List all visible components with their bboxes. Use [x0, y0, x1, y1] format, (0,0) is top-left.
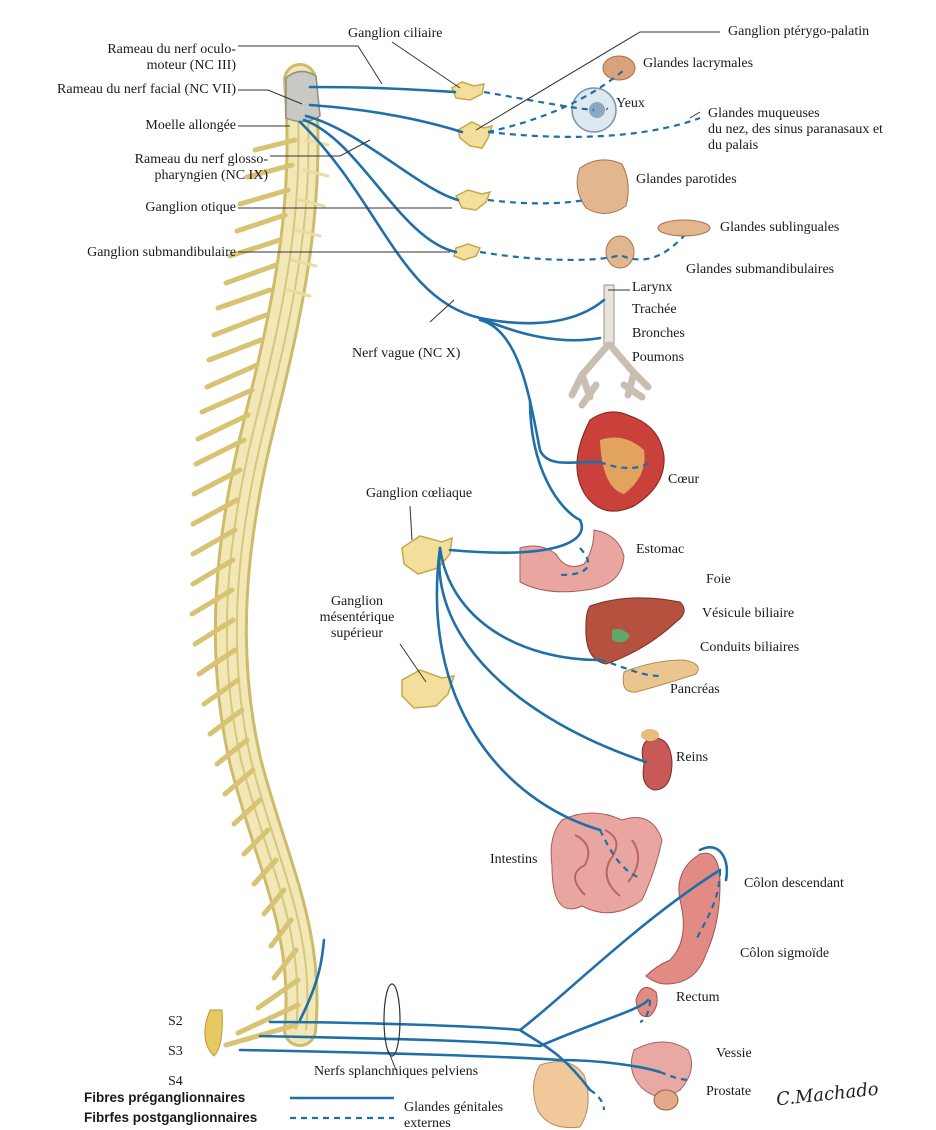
label-oculomoteur-line1: Rameau du nerf oculo-: [107, 42, 236, 58]
label-moelle: Moelle allongée: [145, 118, 236, 134]
label-reins: Reins: [676, 750, 708, 766]
label-s3: S3: [168, 1044, 183, 1060]
label-genitales-line2: externes: [404, 1116, 503, 1130]
label-muqueuses-line2: du nez, des sinus paranasaux et: [708, 122, 883, 138]
label-muqueuses: Glandes muqueuses du nez, des sinus para…: [708, 106, 883, 154]
label-yeux: Yeux: [616, 96, 645, 112]
label-muqueuses-line1: Glandes muqueuses: [708, 106, 883, 122]
label-vesicule: Vésicule biliaire: [702, 606, 794, 622]
label-oculomoteur-line2: moteur (NC III): [107, 58, 236, 74]
label-facial: Rameau du nerf facial (NC VII): [57, 82, 236, 98]
label-foie: Foie: [706, 572, 731, 588]
label-coeliaque: Ganglion cœliaque: [366, 486, 472, 502]
label-oculomoteur: Rameau du nerf oculo- moteur (NC III): [107, 42, 236, 74]
legend-postganglionic: Fibrfes postganglionnaires: [84, 1110, 257, 1126]
label-genitales-line1: Glandes génitales: [404, 1100, 503, 1116]
label-larynx: Larynx: [632, 280, 672, 296]
label-pancreas: Pancréas: [670, 682, 720, 698]
label-mesent-line2: mésentérique: [314, 610, 400, 626]
label-estomac: Estomac: [636, 542, 684, 558]
label-colon-sigmoide: Côlon sigmoïde: [740, 946, 829, 962]
label-otique: Ganglion otique: [145, 200, 236, 216]
label-glosso-line1: Rameau du nerf glosso-: [135, 152, 268, 168]
ganglia: [402, 82, 492, 708]
label-lacrymales: Glandes lacrymales: [643, 56, 753, 72]
label-sublinguales: Glandes sublinguales: [720, 220, 839, 236]
label-splanchniques: Nerfs splanchniques pelviens: [314, 1064, 478, 1080]
label-vessie: Vessie: [716, 1046, 752, 1062]
label-vague: Nerf vague (NC X): [352, 346, 460, 362]
label-conduits: Conduits biliaires: [700, 640, 799, 656]
label-mesent-line1: Ganglion: [314, 594, 400, 610]
label-poumons: Poumons: [632, 350, 684, 366]
label-mesenterique: Ganglion mésentérique supérieur: [314, 594, 400, 642]
label-prostate: Prostate: [706, 1084, 751, 1100]
label-s2: S2: [168, 1014, 183, 1030]
label-pterygo: Ganglion ptérygo-palatin: [728, 24, 869, 40]
label-genitales: Glandes génitales externes: [404, 1100, 503, 1130]
label-intestins: Intestins: [490, 852, 537, 868]
label-muqueuses-line3: du palais: [708, 138, 883, 154]
label-mesent-line3: supérieur: [314, 626, 400, 642]
label-parotides: Glandes parotides: [636, 172, 737, 188]
label-colon-descendant: Côlon descendant: [744, 876, 844, 892]
label-glosso: Rameau du nerf glosso- pharyngien (NC IX…: [135, 152, 268, 184]
spinal-cord: [192, 71, 328, 1056]
label-submandibulaires: Glandes submandibulaires: [686, 262, 834, 278]
label-ciliaire: Ganglion ciliaire: [348, 26, 442, 42]
organs: [520, 56, 720, 1128]
label-submandibulaire: Ganglion submandibulaire: [87, 245, 236, 261]
label-coeur: Cœur: [668, 472, 699, 488]
label-glosso-line2: pharyngien (NC IX): [135, 168, 268, 184]
label-s4: S4: [168, 1074, 183, 1090]
legend-preganglionic: Fibres préganglionnaires: [84, 1090, 245, 1106]
label-rectum: Rectum: [676, 990, 720, 1006]
label-trachee: Trachée: [632, 302, 677, 318]
label-bronches: Bronches: [632, 326, 685, 342]
